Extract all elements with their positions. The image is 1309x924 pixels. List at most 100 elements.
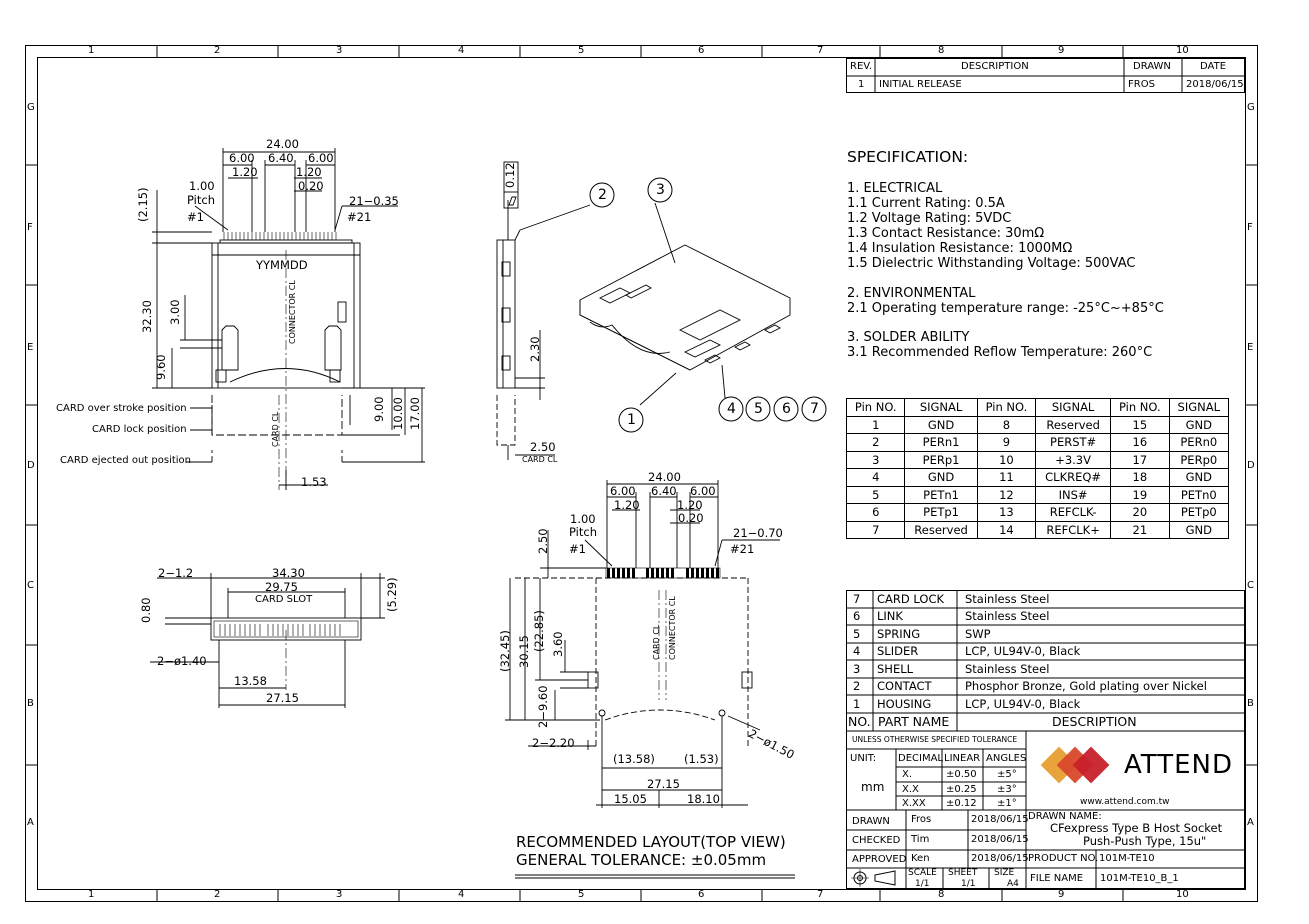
cell: 6: [845, 503, 906, 522]
cell: PETp0: [1168, 503, 1230, 522]
checked-label: CHECKED: [852, 835, 901, 846]
card-over-stroke: CARD over stroke position: [56, 403, 187, 414]
pitch-label: Pitch: [187, 193, 215, 207]
dim-529: (5.29): [385, 577, 399, 612]
layout-pitch-label: Pitch: [569, 525, 597, 539]
card-cl-label: CARD CL: [271, 411, 280, 447]
drawn-date: 2018/06/15: [971, 814, 1029, 825]
col-label-5-bottom: 5: [578, 889, 585, 900]
description-header: DESCRIPTION: [961, 61, 1029, 72]
cell: 21: [1110, 520, 1170, 539]
rev-drawn: FROS: [1128, 79, 1155, 90]
scale-label: SCALE: [908, 868, 937, 878]
product-no-label: PRODUCT NO.: [1028, 853, 1099, 864]
col-label-1-bottom: 1: [88, 889, 95, 900]
cell: 5: [845, 485, 906, 504]
part-no: 2: [853, 679, 861, 693]
part-description: LCP, UL94V-0, Black: [965, 697, 1081, 711]
layout-note-line2: GENERAL TOLERANCE: ±0.05mm: [516, 851, 767, 869]
layout-dim-e: 1.20: [677, 498, 703, 512]
cell: 15: [1110, 415, 1170, 434]
col-label-6-top: 6: [698, 45, 705, 56]
cell: PETn0: [1168, 485, 1230, 504]
callout-2: 2: [598, 187, 607, 203]
tol-angle: ±1°: [997, 798, 1017, 809]
title-block-lines: [846, 58, 1245, 889]
side-view: [496, 161, 591, 460]
column-ticks: [156, 45, 1124, 901]
cell: 12: [976, 485, 1037, 504]
cell: 2: [845, 433, 906, 452]
pin-header: Pin NO.: [1110, 398, 1170, 417]
cell: 13: [976, 503, 1037, 522]
cell: GND: [1168, 415, 1230, 434]
layout-dim-b: 6.40: [651, 484, 677, 498]
tol-linear: ±0.50: [946, 769, 977, 780]
layout-dim-d: 1.20: [614, 498, 640, 512]
col-label-7-bottom: 7: [817, 889, 824, 900]
layout-dim-3015: 30.15: [517, 635, 531, 668]
spec-line: 3. SOLDER ABILITY: [847, 330, 970, 345]
col-label-8-top: 8: [938, 45, 945, 56]
col-label-1-top: 1: [88, 45, 95, 56]
unit-label: UNIT:: [850, 753, 877, 764]
linear-header: LINEAR: [944, 753, 981, 764]
layout-dim-f: 0.20: [678, 511, 704, 525]
checked-date: 2018/06/15: [971, 834, 1029, 845]
layout-dim-220: 2−2.20: [532, 736, 575, 750]
decimal-header: DECIMAL: [898, 753, 943, 764]
cell: 10: [976, 450, 1037, 469]
cell: GND: [904, 468, 978, 487]
card-slot-label: CARD SLOT: [255, 594, 313, 605]
dim-a: 6.00: [229, 151, 255, 165]
cell: +3.3V: [1035, 450, 1112, 469]
file-name-label: FILE NAME: [1030, 873, 1084, 884]
dim-d: 1.20: [232, 165, 258, 179]
layout-dim-1358: (13.58): [613, 752, 655, 766]
spec-line: 1.5 Dielectric Withstanding Voltage: 500…: [847, 256, 1136, 271]
tol-linear: ±0.12: [946, 798, 977, 809]
dim-2975: 29.75: [265, 580, 298, 594]
dim-phi140: 2−ø1.40: [157, 654, 207, 668]
tol-angle: ±3°: [997, 784, 1017, 795]
layout-pin21: #21: [730, 542, 755, 556]
dim-2715: 27.15: [266, 691, 299, 705]
row-label-b-left: B: [27, 698, 34, 709]
tol-decimal: X.X: [902, 784, 919, 795]
part-description: Stainless Steel: [965, 609, 1050, 623]
parts-no-header: NO.: [848, 714, 871, 729]
dim-b: 6.40: [268, 151, 294, 165]
date-header: DATE: [1200, 61, 1227, 72]
spec-line: 1. ELECTRICAL: [847, 181, 943, 196]
callout-7: 7: [810, 401, 819, 417]
size-value: A4: [1007, 879, 1019, 889]
row-label-d-right: D: [1247, 460, 1255, 471]
drawn-by: Fros: [911, 814, 932, 825]
cell: GND: [1168, 520, 1230, 539]
layout-note-line1: RECOMMENDED LAYOUT(TOP VIEW): [516, 833, 786, 851]
signal-header: SIGNAL: [1168, 398, 1230, 417]
card-lock-position: CARD lock position: [92, 424, 187, 435]
row-label-g-right: G: [1247, 102, 1255, 113]
dim-153: 1.53: [301, 475, 327, 489]
col-label-2-top: 2: [214, 45, 221, 56]
tol-angle: ±5°: [997, 769, 1017, 780]
col-label-9-top: 9: [1058, 45, 1065, 56]
row-label-f-right: F: [1247, 222, 1253, 233]
tolerance-callout: 21−0.35: [349, 194, 399, 208]
layout-dim-1505: 15.05: [614, 792, 647, 806]
pin-header: Pin NO.: [976, 398, 1037, 417]
cell: PETn1: [904, 485, 978, 504]
signal-header: SIGNAL: [904, 398, 978, 417]
col-label-4-top: 4: [458, 45, 465, 56]
cell: INS#: [1035, 485, 1112, 504]
spec-line: 1.3 Contact Resistance: 30mΩ: [847, 226, 1045, 241]
layout-dim-153: (1.53): [684, 752, 719, 766]
layout-view: [505, 480, 795, 879]
file-name: 101M-TE10_B_1: [1100, 873, 1179, 884]
spec-line: 1.2 Voltage Rating: 5VDC: [847, 211, 1012, 226]
part-name: SLIDER: [877, 644, 919, 658]
